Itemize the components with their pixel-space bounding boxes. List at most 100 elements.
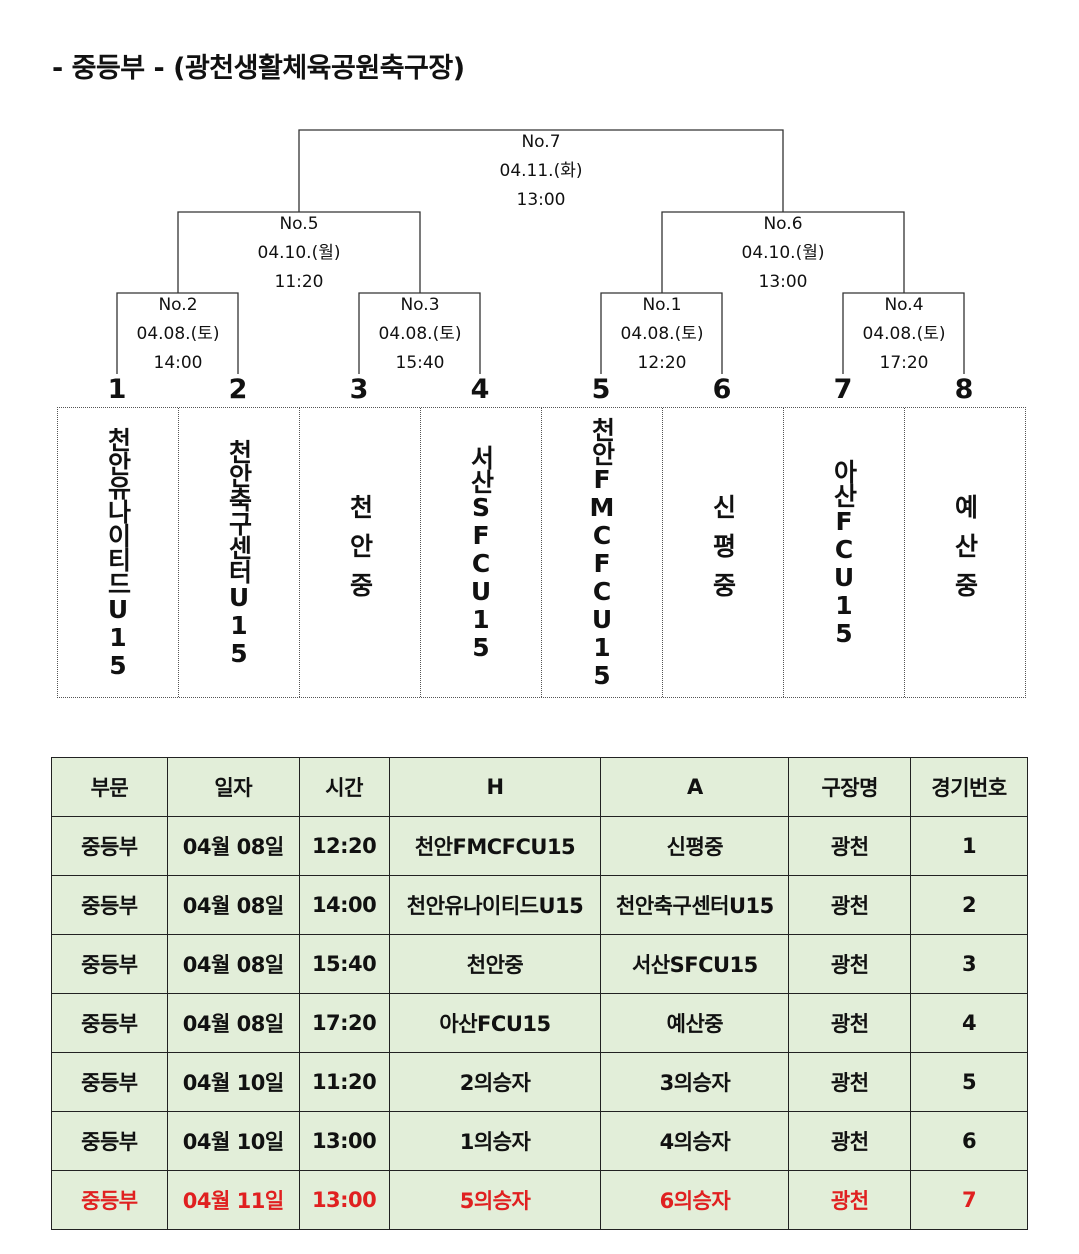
team-box: 아산FCU15 <box>784 408 905 697</box>
table-cell: 광천 <box>788 1170 912 1230</box>
match-time: 13:00 <box>516 190 566 210</box>
table-cell: 3 <box>910 934 1028 994</box>
table-cell: 04월 11일 <box>166 1170 300 1230</box>
table-cell: 04월 10일 <box>166 1111 300 1171</box>
seed-number: 1 <box>107 374 127 405</box>
table-cell: 천안중 <box>388 934 602 994</box>
table-cell: 중등부 <box>51 934 168 994</box>
match-date: 04.08.(토) <box>862 324 946 344</box>
match-time: 12:20 <box>637 353 687 373</box>
table-cell: 11:20 <box>298 1052 390 1112</box>
table-cell: 광천 <box>788 934 912 994</box>
column-header: A <box>600 757 790 817</box>
seed-number: 6 <box>712 374 732 405</box>
table-cell: 광천 <box>788 816 912 876</box>
match-number: No.4 <box>884 295 924 315</box>
column-header: 일자 <box>166 757 300 817</box>
table-row: 중등부 04월 10일 11:20 2의승자 3의승자 광천 5 <box>51 1052 1028 1112</box>
table-cell: 04월 08일 <box>166 993 300 1053</box>
table-row: 중등부 04월 10일 13:00 1의승자 4의승자 광천 6 <box>51 1111 1028 1171</box>
match-number: No.2 <box>158 295 198 315</box>
team-box: 신평중 <box>663 408 784 697</box>
match-time: 11:20 <box>274 272 324 292</box>
team-box: 예산중 <box>905 408 1025 697</box>
team-name: 천안중 <box>345 494 375 611</box>
table-cell: 13:00 <box>298 1170 390 1230</box>
match-date: 04.08.(토) <box>378 324 462 344</box>
team-boxes: 천안유나이티드U15 천안축구센터U15 천안중 서산SFCU15 천안FMCF… <box>57 407 1026 698</box>
column-header: 시간 <box>298 757 390 817</box>
table-header-row: 부문 일자 시간 H A 구장명 경기번호 <box>51 757 1028 817</box>
table-cell: 14:00 <box>298 875 390 935</box>
table-cell: 중등부 <box>51 816 168 876</box>
seed-number: 4 <box>470 374 490 405</box>
table-cell: 5의승자 <box>388 1170 602 1230</box>
schedule-table: 부문 일자 시간 H A 구장명 경기번호 중등부 04월 08일 12:20 … <box>51 757 1028 1230</box>
page-title: - 중등부 - (광천생활체육공원축구장) <box>52 53 465 84</box>
table-cell: 중등부 <box>51 1052 168 1112</box>
match-time: 14:00 <box>153 353 203 373</box>
table-cell: 서산SFCU15 <box>600 934 790 994</box>
match-time: 17:20 <box>879 353 929 373</box>
table-row: 중등부 04월 08일 12:20 천안FMCFCU15 신평중 광천 1 <box>51 816 1028 876</box>
table-cell: 광천 <box>788 875 912 935</box>
match-number: No.6 <box>763 214 803 234</box>
table-cell: 3의승자 <box>600 1052 790 1112</box>
match-label-no6: No.6 04.10.(월) 13:00 <box>718 210 848 297</box>
team-name: 천안유나이티드U15 <box>103 426 133 679</box>
team-name: 아산FCU15 <box>829 458 859 647</box>
table-cell: 13:00 <box>298 1111 390 1171</box>
table-cell: 신평중 <box>600 816 790 876</box>
table-cell: 중등부 <box>51 1111 168 1171</box>
match-label-no3: No.3 04.08.(토) 15:40 <box>355 291 485 378</box>
team-box: 천안축구센터U15 <box>179 408 300 697</box>
column-header: 부문 <box>51 757 168 817</box>
table-cell: 광천 <box>788 993 912 1053</box>
table-cell: 7 <box>910 1170 1028 1230</box>
column-header: 구장명 <box>788 757 912 817</box>
table-cell: 천안유나이티드U15 <box>388 875 602 935</box>
table-cell: 5 <box>910 1052 1028 1112</box>
match-label-no7: No.7 04.11.(화) 13:00 <box>476 128 606 215</box>
team-box: 서산SFCU15 <box>421 408 542 697</box>
seed-number: 5 <box>591 374 611 405</box>
match-label-no4: No.4 04.08.(토) 17:20 <box>839 291 969 378</box>
seed-number: 7 <box>833 374 853 405</box>
table-cell: 6의승자 <box>600 1170 790 1230</box>
table-cell: 04월 08일 <box>166 934 300 994</box>
table-cell: 천안축구센터U15 <box>600 875 790 935</box>
table-row: 중등부 04월 08일 15:40 천안중 서산SFCU15 광천 3 <box>51 934 1028 994</box>
table-row: 중등부 04월 08일 14:00 천안유나이티드U15 천안축구센터U15 광… <box>51 875 1028 935</box>
column-header: H <box>388 757 602 817</box>
match-time: 15:40 <box>395 353 445 373</box>
team-box: 천안유나이티드U15 <box>58 408 179 697</box>
match-date: 04.08.(토) <box>620 324 704 344</box>
match-date: 04.11.(화) <box>499 161 583 181</box>
seed-number: 8 <box>954 374 974 405</box>
match-time: 13:00 <box>758 272 808 292</box>
team-name: 예산중 <box>950 494 980 611</box>
match-number: No.7 <box>521 132 561 152</box>
team-box: 천안중 <box>300 408 421 697</box>
table-cell: 중등부 <box>51 875 168 935</box>
table-cell: 중등부 <box>51 1170 168 1230</box>
table-cell: 1의승자 <box>388 1111 602 1171</box>
table-cell: 4 <box>910 993 1028 1053</box>
match-number: No.1 <box>642 295 682 315</box>
table-cell: 예산중 <box>600 993 790 1053</box>
team-box: 천안FMCFCU15 <box>542 408 663 697</box>
table-cell: 아산FCU15 <box>388 993 602 1053</box>
team-name: 천안FMCFCU15 <box>587 416 617 689</box>
match-label-no1: No.1 04.08.(토) 12:20 <box>597 291 727 378</box>
match-date: 04.10.(월) <box>257 243 341 263</box>
table-cell: 광천 <box>788 1111 912 1171</box>
team-name: 신평중 <box>708 494 738 611</box>
table-cell: 중등부 <box>51 993 168 1053</box>
table-cell: 04월 08일 <box>166 816 300 876</box>
table-cell: 12:20 <box>298 816 390 876</box>
match-label-no2: No.2 04.08.(토) 14:00 <box>113 291 243 378</box>
table-cell: 천안FMCFCU15 <box>388 816 602 876</box>
seed-number: 2 <box>228 374 248 405</box>
table-cell: 6 <box>910 1111 1028 1171</box>
table-cell: 광천 <box>788 1052 912 1112</box>
